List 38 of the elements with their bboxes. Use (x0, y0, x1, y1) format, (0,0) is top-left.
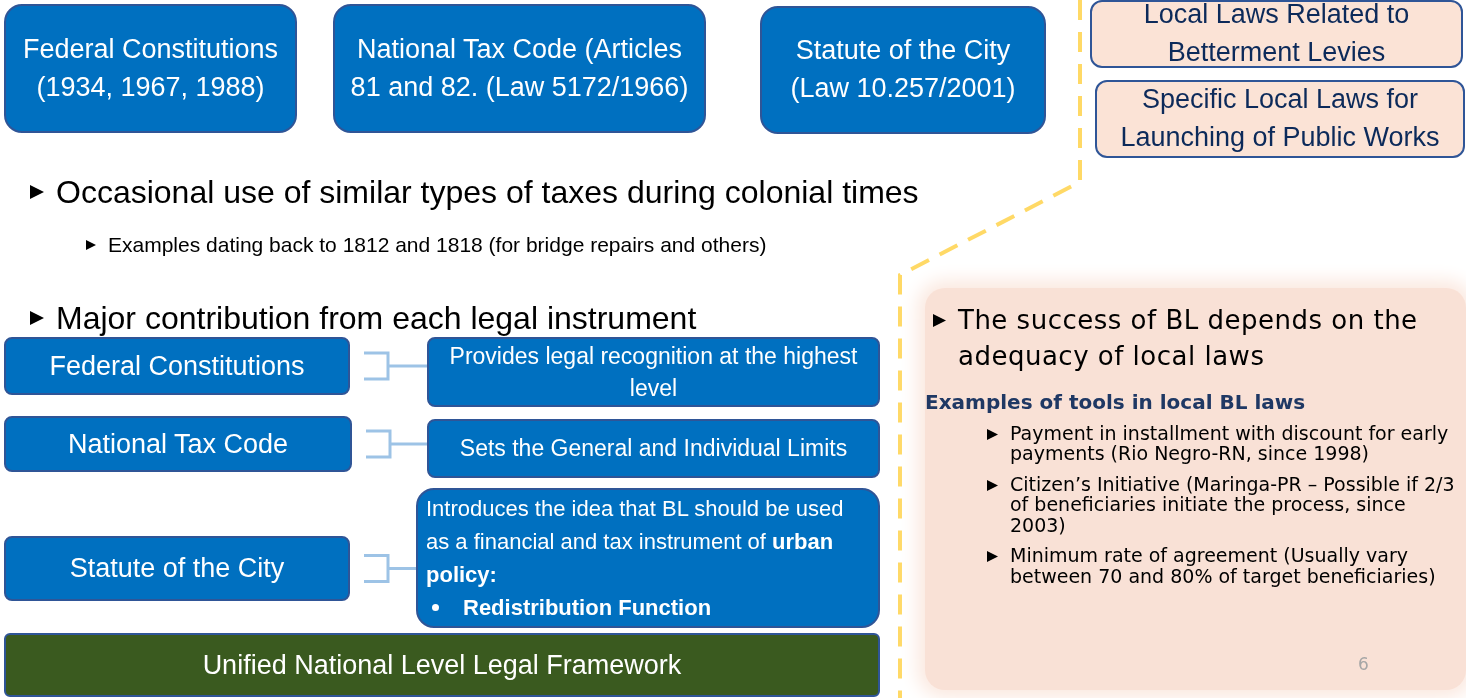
bullet-item: Citizen’s Initiative (Maringa-PR – Possible if 2/3 of beneficiaries initiate the process, since 2003) (1010, 473, 1456, 536)
box-text: Unified National Level Legal Framework (202, 648, 682, 682)
contribution-box (427, 419, 880, 478)
instrument-box (4, 536, 350, 601)
subheading: Examples of tools in local BL laws (925, 388, 1307, 416)
bracket-connector (362, 351, 429, 381)
bullet-item: Payment in installment with discount for early payments (Rio Negro-RN, since 1998) (1010, 422, 1450, 464)
local-law-box (1090, 0, 1463, 68)
box-text: Statute of the City (Law 10.257/2001) (789, 34, 1017, 105)
bullet-text: Occasional use of similar types of taxes during colonial times (56, 173, 919, 212)
box-text: National Tax Code (Articles 81 and 82. (Law 5172/1966) (349, 32, 690, 104)
framework-bar (4, 633, 880, 697)
bullet-item: Redistribution Function (463, 594, 712, 622)
bracket-connector (364, 429, 429, 459)
law-box (333, 4, 706, 133)
box-text: Specific Local Laws for Launching of Public Works (1119, 83, 1441, 154)
contribution-box (427, 337, 880, 407)
panel-heading: The success of BL depends on the adequacy of local laws (958, 304, 1419, 374)
local-law-box (1095, 80, 1465, 158)
note-panel (925, 288, 1466, 690)
box-text: Federal Constitutions (49, 349, 305, 383)
box-text: Federal Constitutions (1934, 1967, 1988) (21, 32, 280, 104)
box-text: Local Laws Related to Betterment Levies (1142, 0, 1411, 69)
box-text: Statute of the City (69, 552, 285, 586)
bullet-item: Minimum rate of agreement (Usually vary between 70 and 80% of target beneficiaries) (1010, 545, 1437, 587)
contribution-box (416, 488, 880, 628)
page-number: 6 (1358, 653, 1369, 676)
law-box (4, 4, 297, 133)
box-text: Sets the General and Individual Limits (459, 434, 848, 464)
box-text: Introduces the idea that BL should be used as a financial and tax instrument of urban policy: (426, 495, 845, 589)
bullet-text: Examples dating back to 1812 and 1818 (for bridge repairs and others) (108, 232, 767, 258)
bracket-connector (362, 554, 418, 583)
instrument-box (4, 416, 352, 472)
bullet-text: Major contribution from each legal instrument (56, 299, 697, 338)
instrument-box (4, 337, 350, 395)
box-text: Provides legal recognition at the highest level (448, 341, 859, 403)
box-text: National Tax Code (67, 427, 289, 461)
law-box (760, 6, 1046, 134)
